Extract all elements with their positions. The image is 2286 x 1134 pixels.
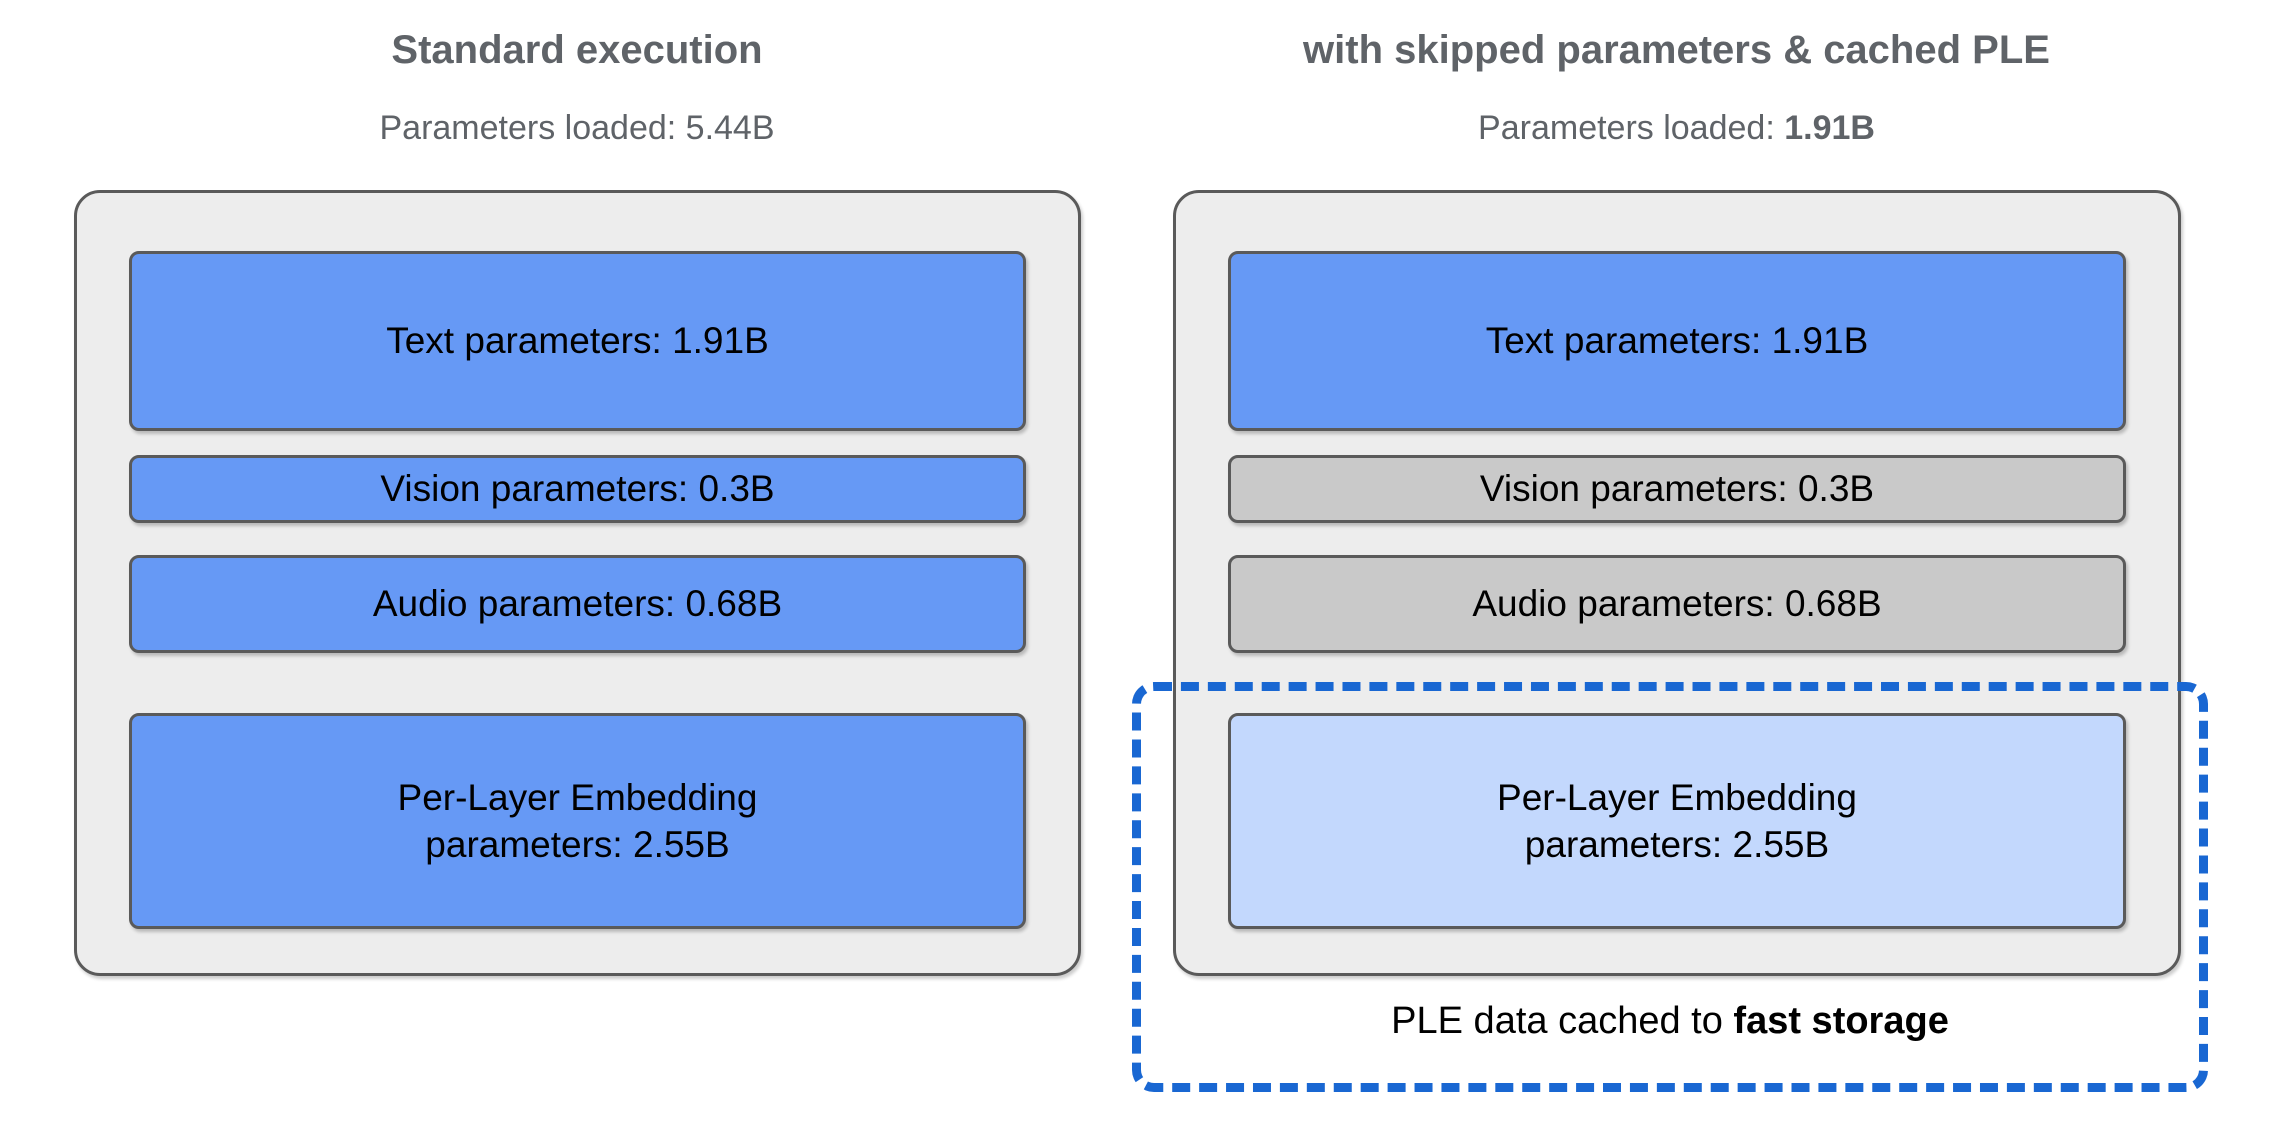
cache-caption-emphasis: fast storage	[1733, 1000, 1949, 1042]
column-subtitle-optimized: Parameters loaded: 1.91B	[1173, 109, 2180, 147]
panel-standard-execution: Text parameters: 1.91B Vision parameters…	[74, 190, 1081, 976]
block-audio-parameters-optimized: Audio parameters: 0.68B	[1228, 555, 2126, 653]
panel-optimized-execution: Text parameters: 1.91B Vision parameters…	[1173, 190, 2181, 976]
column-subtitle-standard: Parameters loaded: 5.44B	[74, 109, 1080, 147]
cache-caption-prefix: PLE data cached to	[1391, 1000, 1734, 1042]
subtitle-label-optimized: Parameters loaded:	[1478, 109, 1785, 147]
block-ple-parameters-optimized: Per-Layer Embedding parameters: 2.55B	[1228, 713, 2126, 929]
cache-region-caption: PLE data cached to fast storage	[1132, 1000, 2208, 1043]
subtitle-value-optimized: 1.91B	[1784, 109, 1875, 147]
block-text-parameters-standard: Text parameters: 1.91B	[129, 251, 1026, 431]
subtitle-label-standard: Parameters loaded:	[379, 109, 686, 147]
column-title-optimized: with skipped parameters & cached PLE	[1303, 28, 2050, 72]
block-vision-parameters-standard: Vision parameters: 0.3B	[129, 455, 1026, 523]
block-text-parameters-optimized: Text parameters: 1.91B	[1228, 251, 2126, 431]
column-title-standard: Standard execution	[391, 28, 763, 72]
block-vision-parameters-optimized: Vision parameters: 0.3B	[1228, 455, 2126, 523]
block-ple-line1-standard: Per-Layer Embedding	[397, 776, 758, 818]
block-ple-parameters-standard: Per-Layer Embedding parameters: 2.55B	[129, 713, 1026, 929]
subtitle-value-standard: 5.44B	[685, 109, 775, 147]
block-ple-line1-optimized: Per-Layer Embedding	[1497, 776, 1857, 818]
block-ple-line2-optimized: parameters: 2.55B	[1524, 824, 1830, 865]
block-ple-line2-standard: parameters: 2.55B	[425, 824, 730, 865]
block-audio-parameters-standard: Audio parameters: 0.68B	[129, 555, 1026, 653]
